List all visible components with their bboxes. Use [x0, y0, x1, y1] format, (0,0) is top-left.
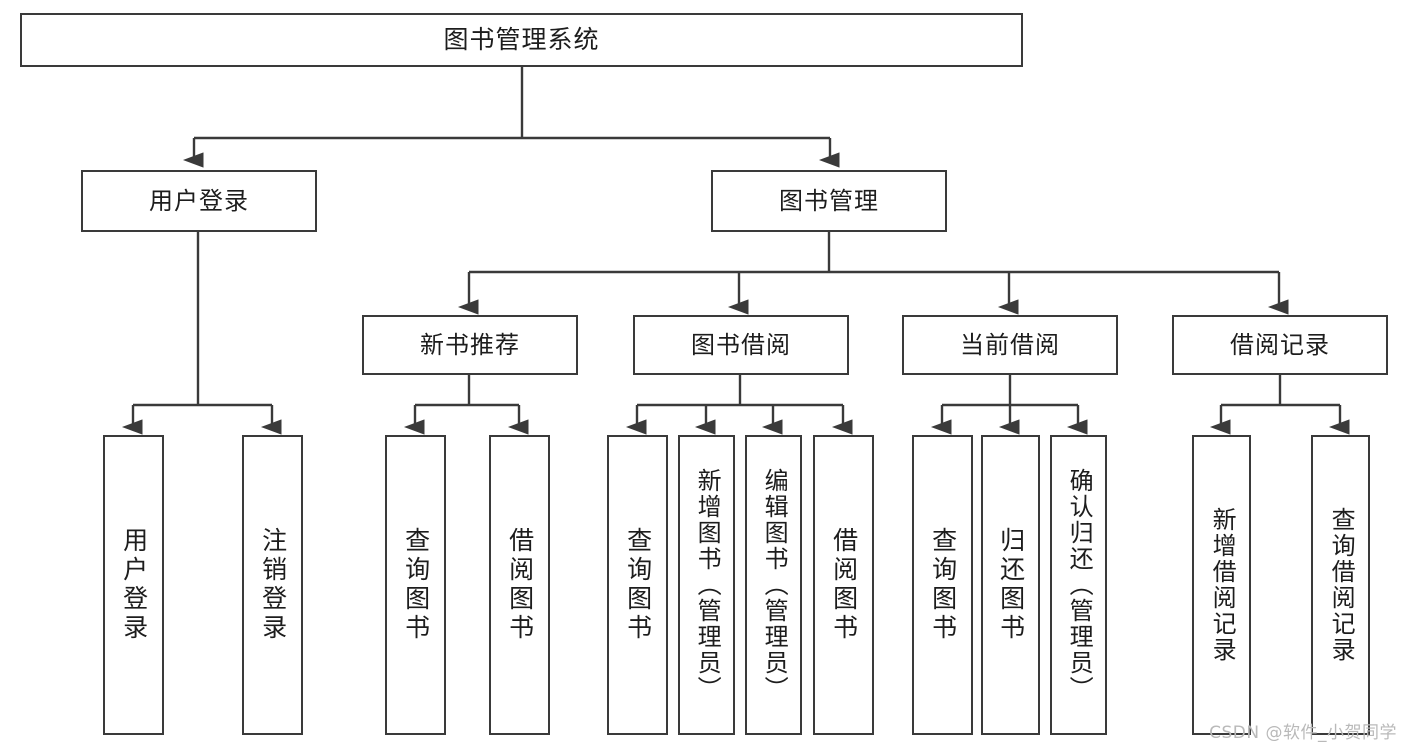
leaf-label: 借阅图书 [505, 527, 535, 643]
leaf-label: 归还图书 [996, 527, 1026, 643]
leaf-user-login-login[interactable]: 用户登录 [103, 435, 164, 735]
node-book-borrowing[interactable]: 图书借阅 [633, 315, 849, 375]
leaf-new-book-query[interactable]: 查询图书 [385, 435, 446, 735]
leaf-user-login-logout[interactable]: 注销登录 [242, 435, 303, 735]
node-user-login[interactable]: 用户登录 [81, 170, 317, 232]
leaf-record-add-record[interactable]: 新增借阅记录 [1192, 435, 1251, 735]
csdn-watermark: CSDN @软件_小贺同学 [1209, 723, 1397, 743]
node-label: 图书管理 [779, 186, 879, 215]
node-label: 新书推荐 [420, 330, 520, 359]
leaf-label: 查询图书 [928, 527, 958, 643]
leaf-current-confirm-return-admin[interactable]: 确认归还（管理员） [1050, 435, 1107, 735]
leaf-new-book-borrow[interactable]: 借阅图书 [489, 435, 550, 735]
leaf-label: 查询图书 [623, 527, 653, 643]
leaf-label: 查询图书 [401, 527, 431, 643]
leaf-borrow-add-book-admin[interactable]: 新增图书（管理员） [678, 435, 735, 735]
leaf-label: 确认归还（管理员） [1065, 468, 1094, 702]
leaf-borrow-borrow-book[interactable]: 借阅图书 [813, 435, 874, 735]
leaf-current-return-book[interactable]: 归还图书 [981, 435, 1040, 735]
leaf-borrow-query-book[interactable]: 查询图书 [607, 435, 668, 735]
node-borrowing-record[interactable]: 借阅记录 [1172, 315, 1388, 375]
node-label: 借阅记录 [1230, 330, 1330, 359]
node-root-book-management-system[interactable]: 图书管理系统 [20, 13, 1023, 67]
node-label: 用户登录 [149, 186, 249, 215]
leaf-label: 查询借阅记录 [1327, 507, 1356, 663]
leaf-label: 编辑图书（管理员） [760, 468, 789, 702]
node-label: 当前借阅 [960, 330, 1060, 359]
node-label: 图书借阅 [691, 330, 791, 359]
leaf-label: 新增借阅记录 [1208, 507, 1237, 663]
leaf-label: 用户登录 [119, 527, 149, 643]
node-label: 图书管理系统 [443, 25, 600, 55]
leaf-label: 新增图书（管理员） [693, 468, 722, 702]
leaf-record-query-record[interactable]: 查询借阅记录 [1311, 435, 1370, 735]
leaf-current-query-book[interactable]: 查询图书 [912, 435, 973, 735]
node-current-borrowing[interactable]: 当前借阅 [902, 315, 1118, 375]
leaf-label: 借阅图书 [829, 527, 859, 643]
leaf-borrow-edit-book-admin[interactable]: 编辑图书（管理员） [745, 435, 802, 735]
node-book-management[interactable]: 图书管理 [711, 170, 947, 232]
leaf-label: 注销登录 [258, 527, 288, 643]
node-new-book-recommendation[interactable]: 新书推荐 [362, 315, 578, 375]
